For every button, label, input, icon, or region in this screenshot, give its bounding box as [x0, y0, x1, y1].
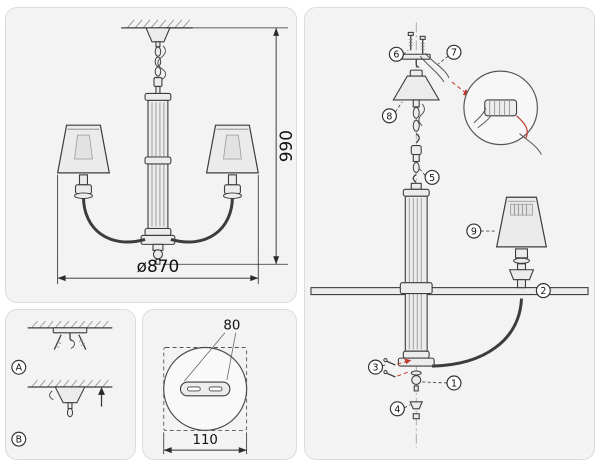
wiring-detail-circle	[463, 70, 542, 155]
leader-step-1	[422, 381, 448, 384]
step-1-label: 1	[451, 378, 457, 389]
finial-tip-parts	[409, 401, 424, 420]
step-b-badge: B	[11, 431, 27, 447]
panel-canopy-dimensions: 80 110	[142, 309, 297, 460]
panel-overall-dimensions: 990 ø870	[5, 7, 297, 303]
column	[397, 182, 435, 367]
mounting-screws	[407, 31, 426, 55]
slot-dimension-label: 80	[223, 319, 240, 334]
diameter-dimension: ø870	[57, 174, 259, 285]
step-6-label: 6	[393, 50, 399, 61]
step-7-label: 7	[451, 48, 457, 59]
step-5-label: 5	[429, 173, 435, 184]
panel-exploded-view: 6 7 8 5 9 2 3 1	[304, 7, 595, 460]
height-dimension: 990	[162, 27, 296, 265]
step-badge-2: 2	[535, 283, 551, 299]
step-badge-4: 4	[389, 401, 405, 417]
exploded-assembly-drawing: 6 7 8 5 9 2 3 1	[310, 22, 589, 448]
step-badge-7: 7	[446, 44, 462, 60]
panel-mounting-steps: A B	[5, 309, 136, 460]
canopy-plate-drawing: 80 110	[163, 319, 248, 455]
leader-step-4	[404, 404, 411, 409]
canopy	[392, 69, 441, 101]
leader-step-8	[395, 101, 403, 113]
suspension-parts	[410, 99, 425, 183]
bottom-finial	[410, 370, 422, 392]
suspension-chain	[153, 45, 167, 95]
arm-bar	[310, 287, 589, 296]
diameter-dimension-label: ø870	[137, 256, 180, 276]
step-b-diagram	[27, 379, 113, 418]
plate-dimension: 110	[163, 432, 248, 455]
step-4-label: 4	[394, 404, 400, 415]
height-dimension-label: 990	[276, 130, 296, 162]
shade-right	[205, 124, 259, 199]
step-b-label: B	[16, 435, 22, 446]
step-badge-5: 5	[424, 169, 440, 185]
wire-detail-leader	[451, 81, 467, 94]
slot-dimension: 80	[184, 319, 240, 382]
supply-wires	[419, 52, 450, 83]
step-a-label: A	[16, 363, 23, 374]
shade-left	[56, 124, 111, 199]
step-2-label: 2	[540, 286, 546, 297]
step-9-label: 9	[471, 226, 477, 237]
step-3-label: 3	[373, 363, 379, 374]
mounting-bracket	[401, 53, 431, 68]
curved-arm	[432, 298, 523, 368]
mounting-steps-drawing: A B	[11, 320, 113, 447]
step-badge-1: 1	[446, 375, 462, 391]
canopy-plate-top-view	[163, 346, 248, 431]
arm-right	[170, 196, 234, 244]
step-badge-3: 3	[367, 359, 384, 375]
shade	[495, 196, 548, 271]
step-8-label: 8	[386, 111, 392, 122]
arm-screws	[383, 358, 412, 378]
chandelier-drawing: 990 ø870	[56, 19, 296, 285]
step-badge-9: 9	[466, 223, 482, 239]
step-badge-8: 8	[381, 108, 397, 124]
arm-left	[81, 196, 146, 244]
step-a-diagram	[27, 320, 113, 350]
leader-step-6	[403, 49, 409, 55]
plate-dimension-label: 110	[192, 433, 217, 448]
leader-step-3	[382, 363, 387, 367]
step-badge-6: 6	[388, 46, 404, 62]
ceiling-mount	[121, 19, 193, 48]
leader-step-7	[437, 55, 449, 65]
shade-holder-cup	[508, 269, 535, 289]
leader-step-5	[418, 168, 426, 176]
step-a-badge: A	[11, 359, 27, 375]
central-column	[140, 92, 176, 265]
